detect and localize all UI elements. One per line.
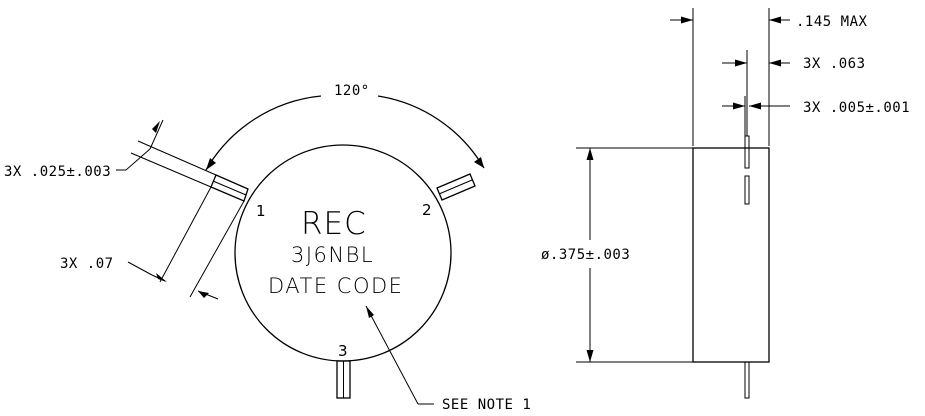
side-view: .145 MAX 3X .063 3X .005±.001 ø.375 bbox=[541, 8, 910, 399]
pin-number-3: 3 bbox=[338, 342, 348, 360]
marking-brand: REC bbox=[301, 206, 367, 242]
top-view: 120° 3X .025±.003 3X .07 1 2 3 REC 3J6N bbox=[4, 83, 531, 413]
pin-spacing-dimension bbox=[722, 59, 790, 67]
component-body-side bbox=[692, 147, 770, 363]
diameter-label: ø.375±.003 bbox=[541, 247, 630, 263]
height-dimension bbox=[670, 16, 790, 24]
angle-label: 120° bbox=[334, 83, 370, 99]
pin-width-label: 3X .025±.003 bbox=[4, 164, 111, 180]
height-label: .145 MAX bbox=[796, 14, 868, 30]
marking-part-number: 3J6NBL bbox=[291, 243, 374, 267]
pin-thickness-label: 3X .005±.001 bbox=[803, 100, 910, 116]
pin-1-tab bbox=[210, 174, 249, 202]
pin-length-dimension bbox=[127, 186, 245, 300]
pin-thickness-dimension bbox=[722, 96, 790, 136]
pin-width-dimension bbox=[125, 119, 217, 188]
marking-date-code: DATE CODE bbox=[268, 274, 403, 298]
note-leader bbox=[365, 305, 434, 405]
pin-3-tab bbox=[336, 360, 351, 399]
pin-2-tab bbox=[436, 173, 476, 201]
diameter-dimension bbox=[576, 147, 693, 363]
angle-dimension bbox=[205, 95, 485, 171]
side-pins bbox=[744, 50, 750, 399]
pin-length-label: 3X .07 bbox=[60, 256, 114, 272]
pin-spacing-label: 3X .063 bbox=[803, 56, 866, 72]
pin-number-2: 2 bbox=[422, 201, 432, 219]
note-callout: SEE NOTE 1 bbox=[442, 397, 531, 413]
pin-number-1: 1 bbox=[256, 202, 266, 220]
